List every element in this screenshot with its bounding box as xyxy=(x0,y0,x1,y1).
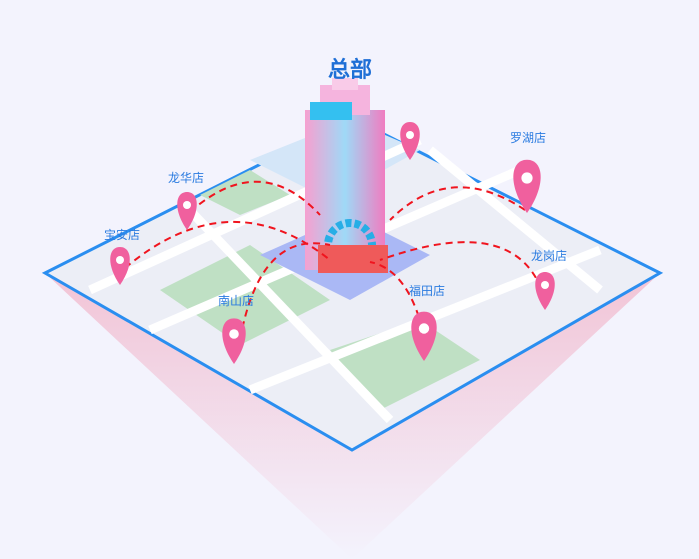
store-label-nanshan: 南山店 xyxy=(217,294,255,308)
map-base-pyramid xyxy=(45,273,660,559)
store-label-baoan: 宝安店 xyxy=(103,228,141,242)
store-label-futian: 福田店 xyxy=(408,284,446,298)
pin-icon xyxy=(400,122,420,160)
store-label-longgang: 龙岗店 xyxy=(530,249,568,263)
pins xyxy=(110,122,555,364)
pin-icon xyxy=(513,159,541,213)
store-label-luohu: 罗湖店 xyxy=(509,131,547,145)
park xyxy=(200,170,290,215)
pin-icon xyxy=(110,247,130,285)
hq-label: 总部 xyxy=(327,58,373,83)
pin-icon xyxy=(411,311,437,361)
route-baoan xyxy=(124,221,331,269)
route-longgang xyxy=(379,241,546,301)
park xyxy=(160,245,330,345)
pin-icon xyxy=(177,192,197,230)
route-nanshan xyxy=(239,242,331,341)
store-label-longhua: 龙华店 xyxy=(167,171,205,185)
route-luohu xyxy=(389,186,526,221)
route-longhua xyxy=(189,180,321,216)
pin-icon xyxy=(535,272,555,310)
pin-icon xyxy=(222,318,246,364)
